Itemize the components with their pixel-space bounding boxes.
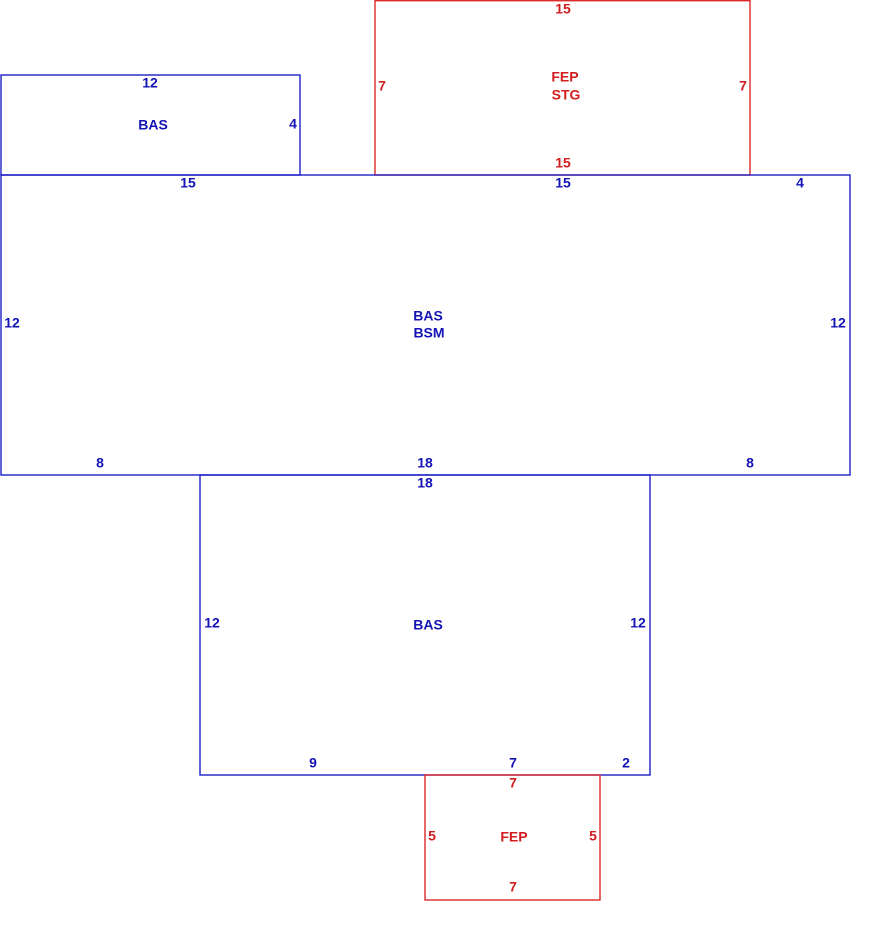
area-fep-stg[interactable]: FEP STG 15 15 7 7: [374, 0, 751, 176]
area-fep-small-outline: [424, 774, 601, 901]
area-bas-small-label: BAS: [138, 117, 168, 133]
dim-bas-lower-left: 12: [204, 615, 220, 631]
dim-fep-small-top: 7: [509, 775, 517, 791]
area-bas-small[interactable]: BAS 12 4: [0, 74, 301, 176]
dim-fep-stg-bottom: 15: [555, 155, 571, 171]
dim-fep-stg-top: 15: [555, 1, 571, 17]
dim-bas-lower-bottom-mid: 7: [509, 755, 517, 771]
area-fep-small[interactable]: FEP 7 7 5 5: [424, 774, 601, 901]
dim-bas-bsm-left: 12: [4, 315, 20, 331]
area-fep-stg-label-line2: STG: [552, 87, 581, 103]
dim-fep-small-right: 5: [589, 828, 597, 844]
dim-bas-bsm-bottom-mid: 18: [417, 455, 433, 471]
dim-bas-bsm-top-right: 4: [796, 175, 804, 191]
area-bas-bsm[interactable]: BAS BSM 15 15 4 12 12 8 18 8: [0, 174, 851, 476]
dim-bas-small-top: 12: [142, 75, 158, 91]
dim-fep-small-bottom: 7: [509, 879, 517, 895]
area-bas-lower-label: BAS: [413, 617, 443, 633]
dim-bas-lower-right: 12: [630, 615, 646, 631]
dim-bas-bsm-right: 12: [830, 315, 846, 331]
dim-bas-lower-top: 18: [417, 475, 433, 491]
area-bas-lower[interactable]: BAS 18 12 12 9 7 2: [199, 474, 651, 776]
dim-fep-stg-right: 7: [739, 78, 747, 94]
area-fep-stg-label-line1: FEP: [551, 69, 578, 85]
area-bas-bsm-label-line2: BSM: [413, 325, 444, 341]
dim-fep-stg-left: 7: [378, 78, 386, 94]
dim-bas-bsm-bottom-right: 8: [746, 455, 754, 471]
dim-bas-lower-bottom-left: 9: [309, 755, 317, 771]
dim-bas-bsm-top-left: 15: [180, 175, 196, 191]
dim-bas-lower-bottom-right: 2: [622, 755, 630, 771]
dim-bas-small-right: 4: [289, 116, 297, 132]
area-bas-bsm-label-line1: BAS: [413, 308, 443, 324]
area-fep-small-label: FEP: [500, 829, 527, 845]
dim-fep-small-left: 5: [428, 828, 436, 844]
dim-bas-bsm-top-mid: 15: [555, 175, 571, 191]
dim-bas-bsm-bottom-left: 8: [96, 455, 104, 471]
